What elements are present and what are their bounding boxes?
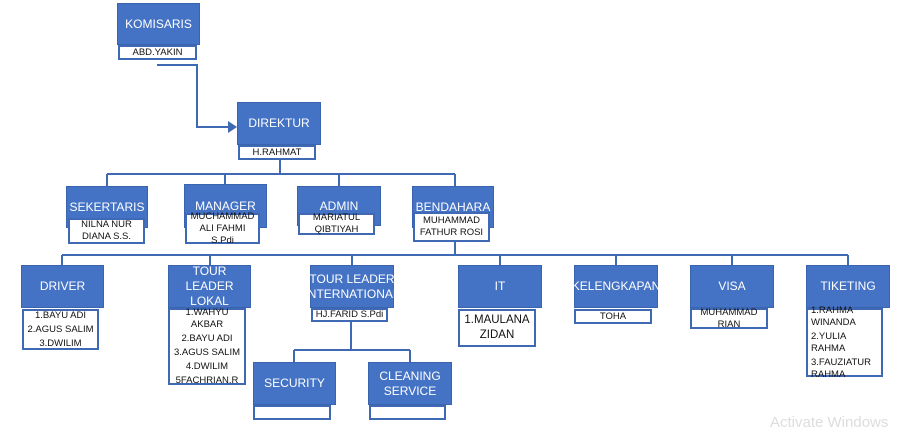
name-box-direktur: H.RAHMAT bbox=[238, 145, 316, 160]
person-name: 1.RAHMA WINANDA bbox=[811, 304, 856, 328]
role-title: KELENGKAPAN bbox=[571, 279, 661, 293]
name-box-admin: MARIATUL QIBTIYAH bbox=[298, 212, 375, 235]
role-box-it: IT bbox=[458, 265, 542, 308]
role-box-visa: VISA bbox=[690, 265, 774, 308]
person-name: 3.FAUZIATUR RAHMA bbox=[811, 356, 871, 380]
person-name: ABD.YAKIN bbox=[132, 46, 183, 58]
person-name: NILNA NUR DIANA S.S. bbox=[81, 219, 132, 242]
role-title: VISA bbox=[718, 279, 746, 293]
role-title: SEKERTARIS bbox=[69, 199, 145, 214]
role-title: TOUR LEADER INTERNATIONAL bbox=[304, 271, 400, 301]
role-box-tour-leader-lokal: TOUR LEADER LOKAL bbox=[168, 264, 251, 308]
person-name: 1.WAHYU AKBAR bbox=[185, 306, 229, 330]
role-title: TIKETING bbox=[820, 279, 876, 293]
role-title: KOMISARIS bbox=[125, 16, 192, 31]
person-name: 1.BAYU ADI bbox=[34, 309, 87, 321]
role-title: TOUR LEADER LOKAL bbox=[185, 264, 234, 308]
person-name: 3.AGUS SALIM bbox=[174, 346, 240, 358]
watermark: Activate Windows bbox=[770, 414, 889, 431]
role-box-tiketing: TIKETING bbox=[806, 265, 890, 308]
person-name: MUHAMMAD FATHUR ROSI bbox=[419, 215, 484, 238]
arrow-head-icon bbox=[228, 121, 237, 133]
role-title: DRIVER bbox=[39, 279, 86, 293]
name-box-driver: 1.BAYU ADI 2.AGUS SALIM 3.DWILIM bbox=[22, 309, 99, 350]
person-name: 5FACHRIAN.R bbox=[175, 374, 239, 386]
person-name: 3.DWILIM bbox=[39, 337, 82, 349]
role-box-direktur: DIREKTUR bbox=[237, 102, 321, 145]
name-box-sekertaris: NILNA NUR DIANA S.S. bbox=[68, 218, 145, 244]
name-box-komisaris: ABD.YAKIN bbox=[118, 45, 197, 60]
name-box-security bbox=[253, 405, 331, 420]
role-box-cleaning-service: CLEANING SERVICE bbox=[368, 362, 452, 405]
name-box-kelengkapan: TOHA bbox=[574, 309, 652, 324]
role-title: CLEANING SERVICE bbox=[379, 368, 441, 398]
role-box-security: SECURITY bbox=[253, 362, 336, 405]
person-name: 4.DWILIM bbox=[185, 360, 229, 372]
person-name: 2.YULIA RAHMA bbox=[811, 330, 846, 354]
role-box-komisaris: KOMISARIS bbox=[117, 3, 200, 45]
name-box-bendahara: MUHAMMAD FATHUR ROSI bbox=[413, 212, 490, 242]
role-title: DIREKTUR bbox=[248, 116, 310, 130]
name-box-visa: MUHAMMAD RIAN bbox=[690, 306, 768, 330]
role-box-driver: DRIVER bbox=[21, 265, 104, 308]
person-name: HJ.FARID S.Pdi bbox=[315, 309, 384, 320]
role-title: IT bbox=[494, 279, 506, 293]
role-box-kelengkapan: KELENGKAPAN bbox=[571, 265, 661, 308]
name-box-cleaning-service bbox=[369, 405, 446, 420]
role-title: ADMIN bbox=[319, 198, 359, 213]
name-box-manager: MUCHAMMAD ALI FAHMI S.Pdi bbox=[185, 210, 260, 246]
person-name: 1.MAULANA ZIDAN bbox=[464, 314, 530, 341]
role-title: SECURITY bbox=[264, 376, 325, 390]
person-name: 2.AGUS SALIM bbox=[27, 323, 94, 335]
person-name: TOHA bbox=[599, 310, 627, 322]
person-name: H.RAHMAT bbox=[252, 146, 302, 158]
name-box-tour-leader-lokal: 1.WAHYU AKBAR 2.BAYU ADI 3.AGUS SALIM 4.DWI… bbox=[168, 306, 246, 386]
role-title: MANAGER bbox=[195, 198, 256, 213]
name-box-tour-leader-international: HJ.FARID S.Pdi bbox=[311, 308, 388, 322]
person-name: MUHAMMAD RIAN bbox=[700, 306, 758, 330]
name-box-it: 1.MAULANA ZIDAN bbox=[458, 309, 536, 347]
person-name: MUCHAMMAD ALI FAHMI S.Pdi bbox=[190, 210, 255, 246]
role-box-tour-leader-international: TOUR LEADER INTERNATIONAL bbox=[304, 265, 400, 308]
person-name: 2.BAYU ADI bbox=[181, 332, 233, 344]
role-title: BENDAHARA bbox=[415, 199, 491, 214]
person-name: MARIATUL QIBTIYAH bbox=[312, 212, 361, 235]
